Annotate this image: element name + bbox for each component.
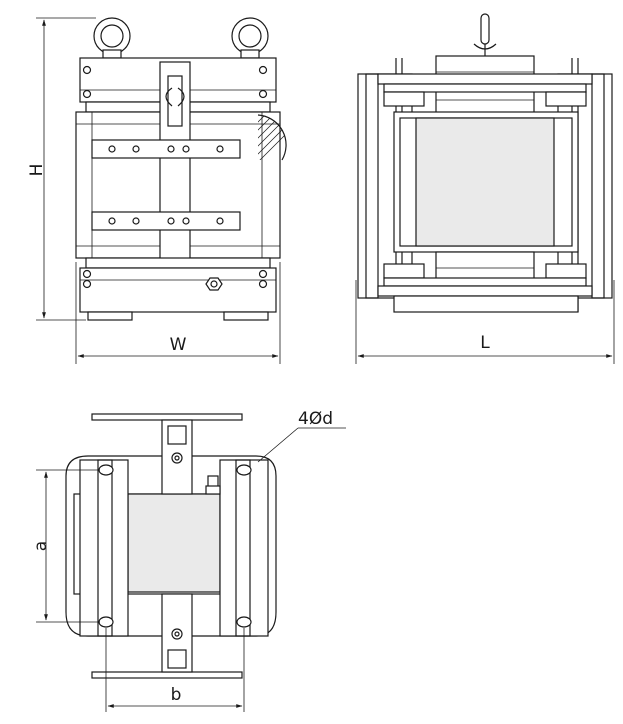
holes-callout: 4Ød — [257, 409, 346, 463]
dimension-l: L — [355, 280, 615, 364]
core — [127, 493, 221, 593]
dimension-w: W — [75, 262, 281, 364]
top-view: 4Ød a b — [31, 409, 346, 712]
section-hatch — [257, 114, 287, 161]
label-h: H — [27, 164, 47, 177]
mounting-hole — [98, 464, 114, 476]
bottom-clamp-frame — [79, 267, 277, 313]
mounting-hole — [236, 464, 252, 476]
ground-nut-icon — [205, 277, 223, 291]
label-a: a — [31, 541, 51, 551]
lifting-eye-right — [231, 17, 269, 59]
dimension-h: H — [27, 17, 96, 321]
side-view: L — [355, 13, 615, 364]
label-holes: 4Ød — [298, 409, 333, 429]
ground-bolt-icon — [205, 475, 221, 495]
dimension-b: b — [105, 628, 245, 712]
mounting-plate-top — [91, 413, 243, 421]
clamp-strap-lower — [91, 211, 241, 231]
mounting-plate-bottom — [91, 671, 243, 679]
lifting-eye-side — [473, 13, 497, 56]
mounting-hole — [98, 616, 114, 628]
side-frame-left — [357, 73, 379, 299]
lifting-eye-left — [93, 17, 131, 59]
front-view: H W — [27, 17, 287, 364]
mounting-hole — [236, 616, 252, 628]
clamp-strap-upper — [91, 139, 241, 159]
label-w: W — [170, 335, 187, 355]
dimension-a: a — [31, 469, 100, 623]
side-frame-right — [591, 73, 613, 299]
label-l: L — [480, 333, 490, 353]
label-b: b — [171, 685, 182, 705]
